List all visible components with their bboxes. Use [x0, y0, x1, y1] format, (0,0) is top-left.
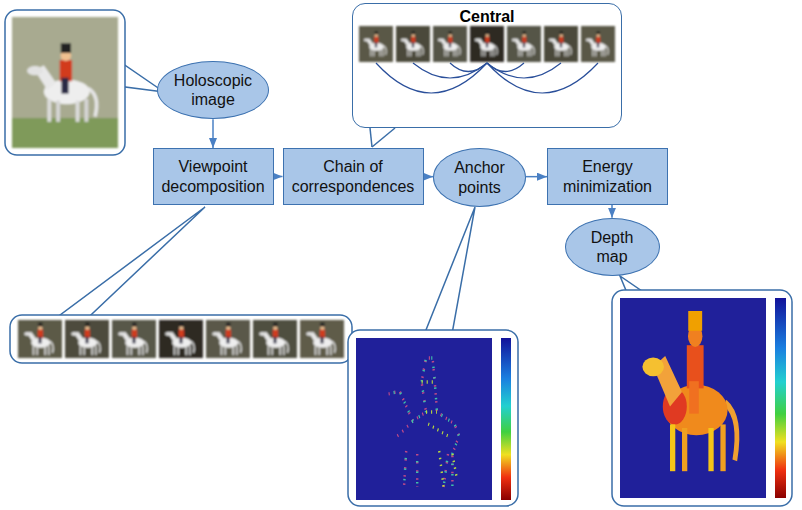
node-label: Chain of correspondences [290, 157, 417, 195]
viewpoint-strip-callout [10, 207, 352, 363]
flow-arrow [611, 205, 613, 218]
process-box: Chain of correspondences [283, 148, 424, 205]
process-box: Viewpoint decomposition [153, 148, 274, 205]
node-label: Depth map [580, 228, 645, 266]
flow-arrow [526, 176, 547, 178]
process-box: Energy minimization [547, 148, 668, 205]
node-label: Energy minimization [554, 157, 661, 195]
depth-map-callout [612, 276, 792, 506]
data-ellipse: Holoscopic image [157, 61, 269, 119]
node-label: Viewpoint decomposition [160, 157, 267, 195]
node-label: Central [353, 7, 621, 26]
central-views [359, 26, 615, 147]
callout-frame: Central [352, 3, 622, 128]
node-label: Anchor points [448, 158, 511, 196]
image-callout [5, 10, 164, 155]
anchor-map-callout [348, 207, 518, 506]
node-label: Holoscopic image [172, 71, 254, 109]
data-ellipse: Anchor points [433, 148, 526, 206]
correspondence-arcs [376, 63, 598, 93]
flow-arrow [212, 119, 214, 148]
flow-arrow [274, 176, 283, 178]
flow-arrow [424, 176, 434, 178]
data-ellipse: Depth map [565, 218, 660, 276]
